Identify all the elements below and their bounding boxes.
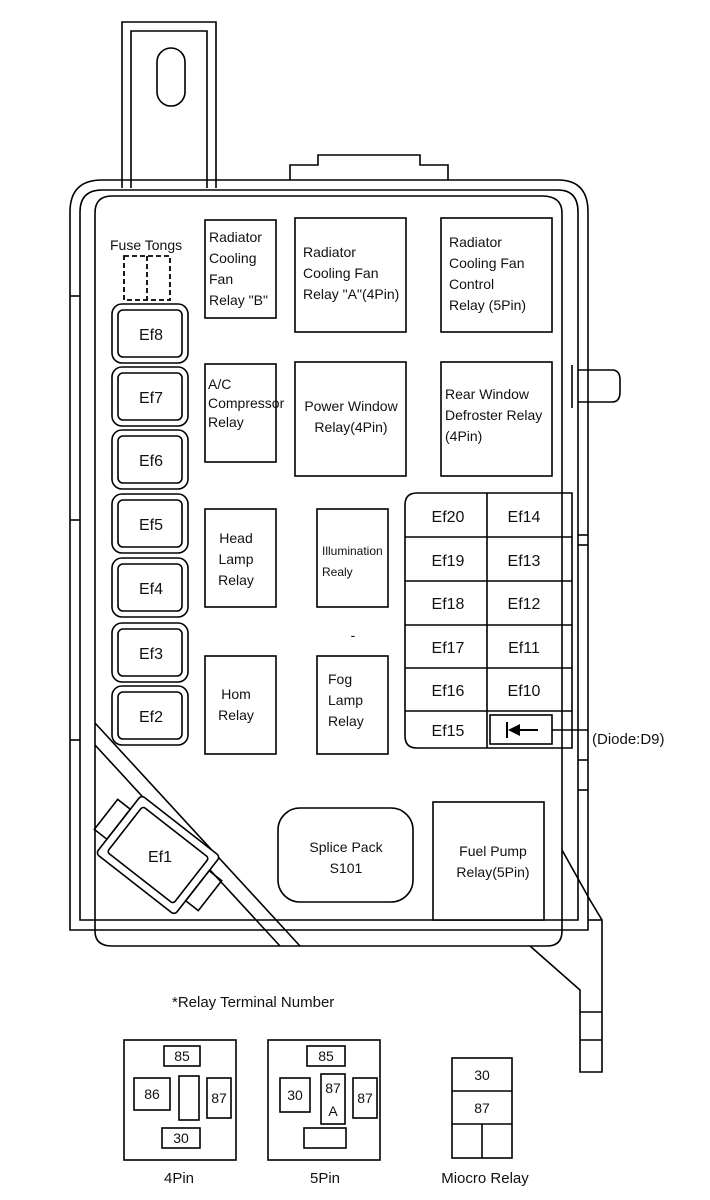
fuse-ef5: Ef5: [111, 493, 189, 554]
pin4-left: 86: [144, 1086, 160, 1102]
fuse-label: Ef2: [139, 709, 163, 726]
pin5-caption: 5Pin: [310, 1170, 340, 1187]
harness-tail: [529, 849, 603, 1073]
mounting-tab: [121, 21, 217, 188]
pin5-right: 87: [357, 1090, 373, 1106]
micro-mid: 87: [474, 1100, 490, 1116]
pin5-top: 85: [318, 1048, 334, 1064]
fuse-ef3: Ef3: [111, 622, 189, 683]
pin4-caption: 4Pin: [164, 1170, 194, 1187]
fuse-label: Ef6: [139, 453, 163, 470]
fuse-ef16: Ef16: [432, 683, 465, 700]
fuse-ef15: Ef15: [432, 723, 465, 740]
separator-dash: -: [351, 627, 356, 643]
fuse-ef12: Ef12: [508, 596, 541, 613]
micro-caption: Miocro Relay: [441, 1170, 529, 1187]
fuse-label: Ef4: [139, 581, 163, 598]
legend-4pin: 85 86 87 30 4Pin: [123, 1039, 237, 1187]
fuse-ef19: Ef19: [432, 553, 465, 570]
diode-label: (Diode:D9): [592, 731, 665, 748]
pin5-mid-top: 87: [325, 1080, 341, 1096]
fuse-ef11: Ef11: [508, 640, 540, 657]
fuse-ef8: Ef8: [111, 303, 189, 364]
relay-terminal-title: *Relay Terminal Number: [172, 994, 334, 1011]
pin4-top: 85: [174, 1048, 190, 1064]
fuse-label: Ef5: [139, 517, 163, 534]
fuse-ef4: Ef4: [111, 557, 189, 618]
fuse-label: Ef8: [139, 327, 163, 344]
fuse-ef7: Ef7: [111, 366, 189, 427]
side-connector-tab: [571, 365, 621, 791]
fuse-ef18: Ef18: [432, 596, 465, 613]
pin5-mid-bottom: A: [328, 1103, 338, 1119]
fuse-label: Ef3: [139, 646, 163, 663]
legend-micro-relay: 30 87 Miocro Relay: [441, 1057, 529, 1187]
pin4-right: 87: [211, 1090, 227, 1106]
fuse-label: Ef7: [139, 390, 163, 407]
fuse-ef17: Ef17: [432, 640, 465, 657]
fuse-ef13: Ef13: [508, 553, 541, 570]
fuse-box-casing: [69, 179, 589, 947]
pin5-left: 30: [287, 1087, 303, 1103]
micro-top: 30: [474, 1067, 490, 1083]
fuse-ef20: Ef20: [432, 509, 465, 526]
fuse-ef2: Ef2: [111, 685, 189, 746]
diode-arrow-icon: [508, 724, 520, 736]
legend-5pin: 85 30 87 A 87 5Pin: [267, 1039, 381, 1187]
fuse-ef10: Ef10: [508, 683, 541, 700]
ef1-region: Ef1: [93, 722, 301, 947]
top-latch: [289, 154, 449, 180]
fuse-tongs-label: Fuse Tongs: [110, 237, 182, 253]
fuse-ef14: Ef14: [508, 509, 541, 526]
fuse-ef6: Ef6: [111, 429, 189, 490]
fuse-ef1: Ef1: [148, 849, 172, 866]
pin4-bottom: 30: [173, 1130, 189, 1146]
fuse-tongs: Fuse Tongs: [110, 237, 182, 301]
